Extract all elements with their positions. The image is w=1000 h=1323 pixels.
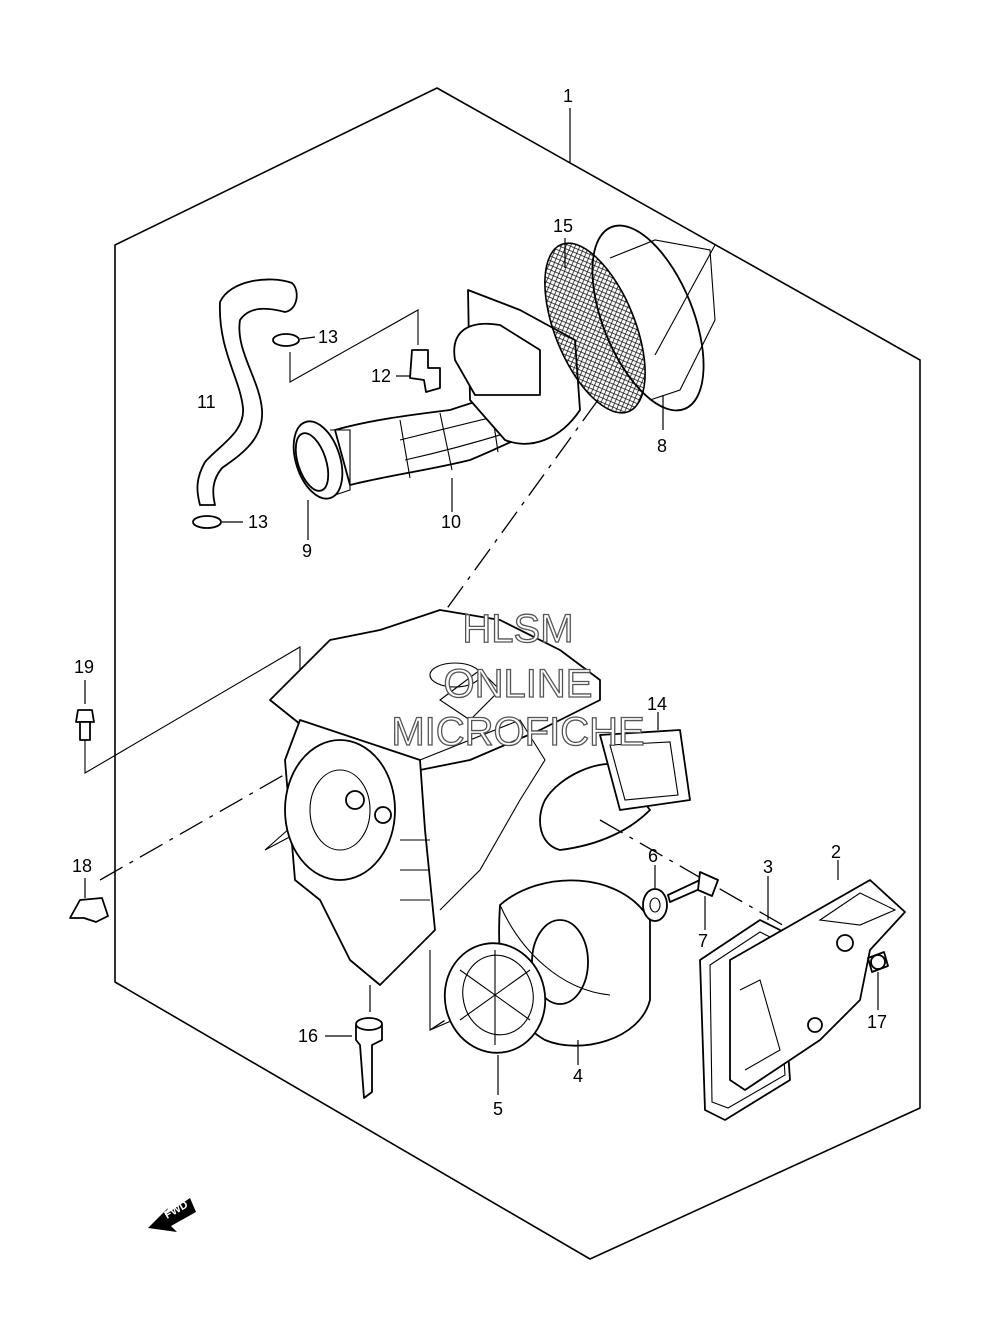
callout-1: 1 bbox=[563, 86, 573, 106]
callout-10: 10 bbox=[441, 512, 461, 532]
clip-18 bbox=[69, 897, 109, 923]
callout-9: 9 bbox=[302, 541, 312, 561]
watermark-line3: MICROFICHE bbox=[391, 710, 644, 754]
callout-4: 4 bbox=[573, 1066, 583, 1086]
callout-13-lower: 13 bbox=[248, 512, 268, 532]
fitting-12 bbox=[409, 349, 441, 393]
rubber-joint-9 bbox=[292, 420, 351, 500]
callout-19: 19 bbox=[74, 657, 94, 677]
callout-8: 8 bbox=[657, 436, 667, 456]
watermark-line1: HLSM bbox=[462, 607, 573, 651]
watermark-line2: ONLINE bbox=[444, 662, 593, 706]
drain-plug-16 bbox=[355, 1017, 383, 1099]
breather-hose-11 bbox=[196, 278, 298, 506]
watermark: HLSM ONLINE MICROFICHE bbox=[391, 606, 646, 754]
callout-15: 15 bbox=[553, 216, 573, 236]
intake-cover-8 bbox=[453, 224, 716, 445]
callout-11: 11 bbox=[197, 392, 216, 412]
callout-6: 6 bbox=[648, 846, 658, 866]
assembly-boundary bbox=[114, 87, 921, 1260]
clamp-13-lower bbox=[192, 515, 222, 529]
drain-tube-14 bbox=[539, 729, 691, 851]
forward-direction-arrow: FWD bbox=[148, 1198, 196, 1232]
mesh-screen-15 bbox=[544, 242, 646, 414]
grommet-6 bbox=[642, 888, 668, 922]
case-inlet-ring bbox=[284, 739, 396, 881]
air-cleaner-case bbox=[269, 609, 601, 986]
clamp-13-upper bbox=[272, 333, 300, 347]
bolt-17 bbox=[867, 951, 889, 973]
callout-3: 3 bbox=[763, 857, 773, 877]
screw-7 bbox=[667, 871, 719, 903]
bolt-19 bbox=[75, 709, 95, 741]
callout-13-upper: 13 bbox=[318, 327, 338, 347]
callout-7: 7 bbox=[698, 931, 708, 951]
callout-16: 16 bbox=[298, 1026, 318, 1046]
callout-14: 14 bbox=[647, 694, 667, 714]
filter-frame-5 bbox=[443, 942, 547, 1054]
callout-18: 18 bbox=[72, 856, 92, 876]
callout-5: 5 bbox=[493, 1099, 503, 1119]
callout-17: 17 bbox=[867, 1012, 887, 1032]
case-cover-2 bbox=[729, 879, 906, 1091]
callout-12: 12 bbox=[371, 366, 391, 386]
callout-2: 2 bbox=[831, 842, 841, 862]
